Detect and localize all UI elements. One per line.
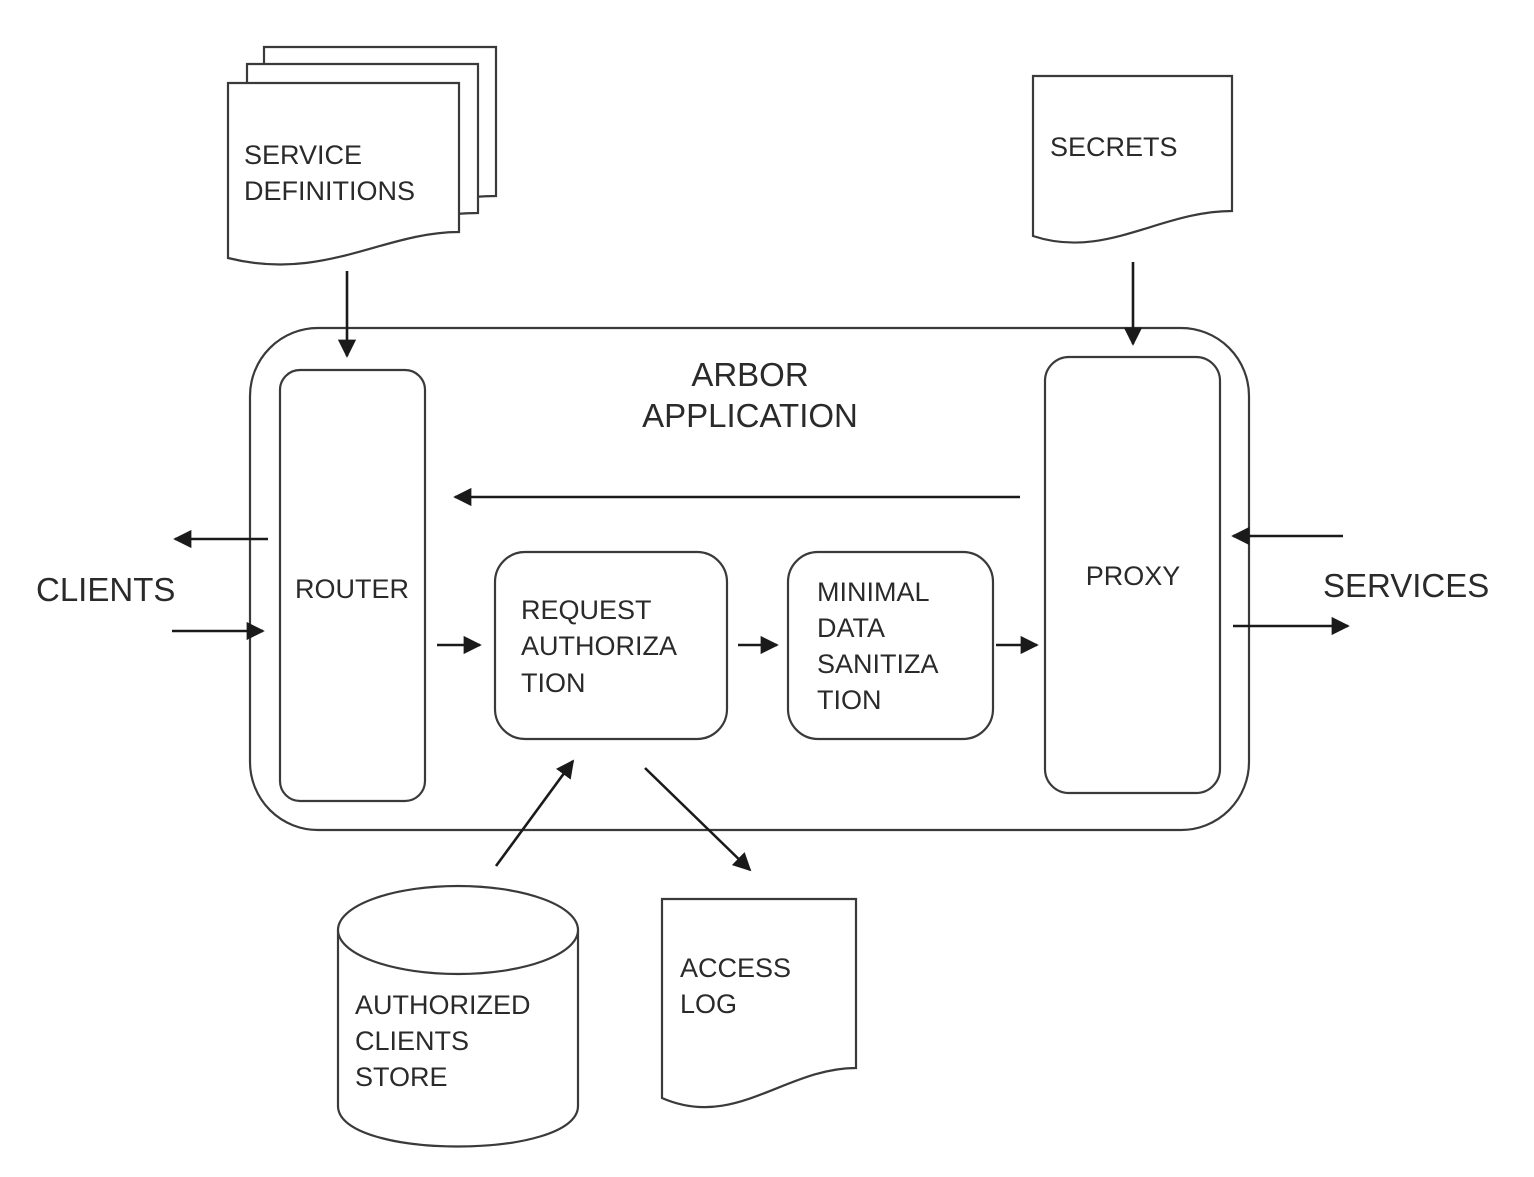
application-title-line-1: ARBOR bbox=[691, 356, 808, 393]
request-authorization-label-line-1: REQUEST bbox=[521, 595, 652, 625]
store-label-line-2: CLIENTS bbox=[355, 1026, 469, 1056]
service-definitions-label-line-2: DEFINITIONS bbox=[244, 176, 415, 206]
store-label-line-3: STORE bbox=[355, 1062, 448, 1092]
clients-label: CLIENTS bbox=[36, 571, 175, 608]
minimal-data-sanitization-component: MINIMAL DATA SANITIZA TION bbox=[786, 550, 995, 741]
proxy-component: PROXY bbox=[1043, 355, 1222, 795]
sanitization-label-line-1: MINIMAL bbox=[817, 577, 930, 607]
store-label-line-1: AUTHORIZED bbox=[355, 990, 531, 1020]
application-title-line-2: APPLICATION bbox=[642, 397, 858, 434]
request-authorization-label-line-3: TION bbox=[521, 668, 586, 698]
arrow-authorization-to-access-log bbox=[644, 767, 752, 872]
services-label: SERVICES bbox=[1323, 567, 1489, 604]
sanitization-label-line-3: SANITIZA bbox=[817, 649, 939, 679]
request-authorization-label-line-2: AUTHORIZA bbox=[521, 631, 677, 661]
service-definitions-label-line-1: SERVICE bbox=[244, 140, 362, 170]
sanitization-label-line-2: DATA bbox=[817, 613, 885, 643]
secrets-document: SECRETS bbox=[1031, 74, 1234, 244]
access-log-label-line-1: ACCESS bbox=[680, 953, 791, 983]
secrets-label: SECRETS bbox=[1050, 132, 1178, 162]
request-authorization-component: REQUEST AUTHORIZA TION bbox=[493, 550, 729, 741]
router-component: ROUTER bbox=[278, 368, 427, 803]
router-label: ROUTER bbox=[295, 574, 409, 604]
access-log-document: ACCESS LOG bbox=[660, 897, 858, 1109]
service-definitions-document: SERVICE DEFINITIONS bbox=[226, 45, 498, 266]
access-log-label-line-2: LOG bbox=[680, 989, 737, 1019]
authorized-clients-store-cylinder: AUTHORIZED CLIENTS STORE bbox=[336, 884, 580, 1148]
proxy-label: PROXY bbox=[1086, 561, 1181, 591]
arrow-store-to-authorization bbox=[494, 759, 575, 867]
sanitization-label-line-4: TION bbox=[817, 685, 882, 715]
